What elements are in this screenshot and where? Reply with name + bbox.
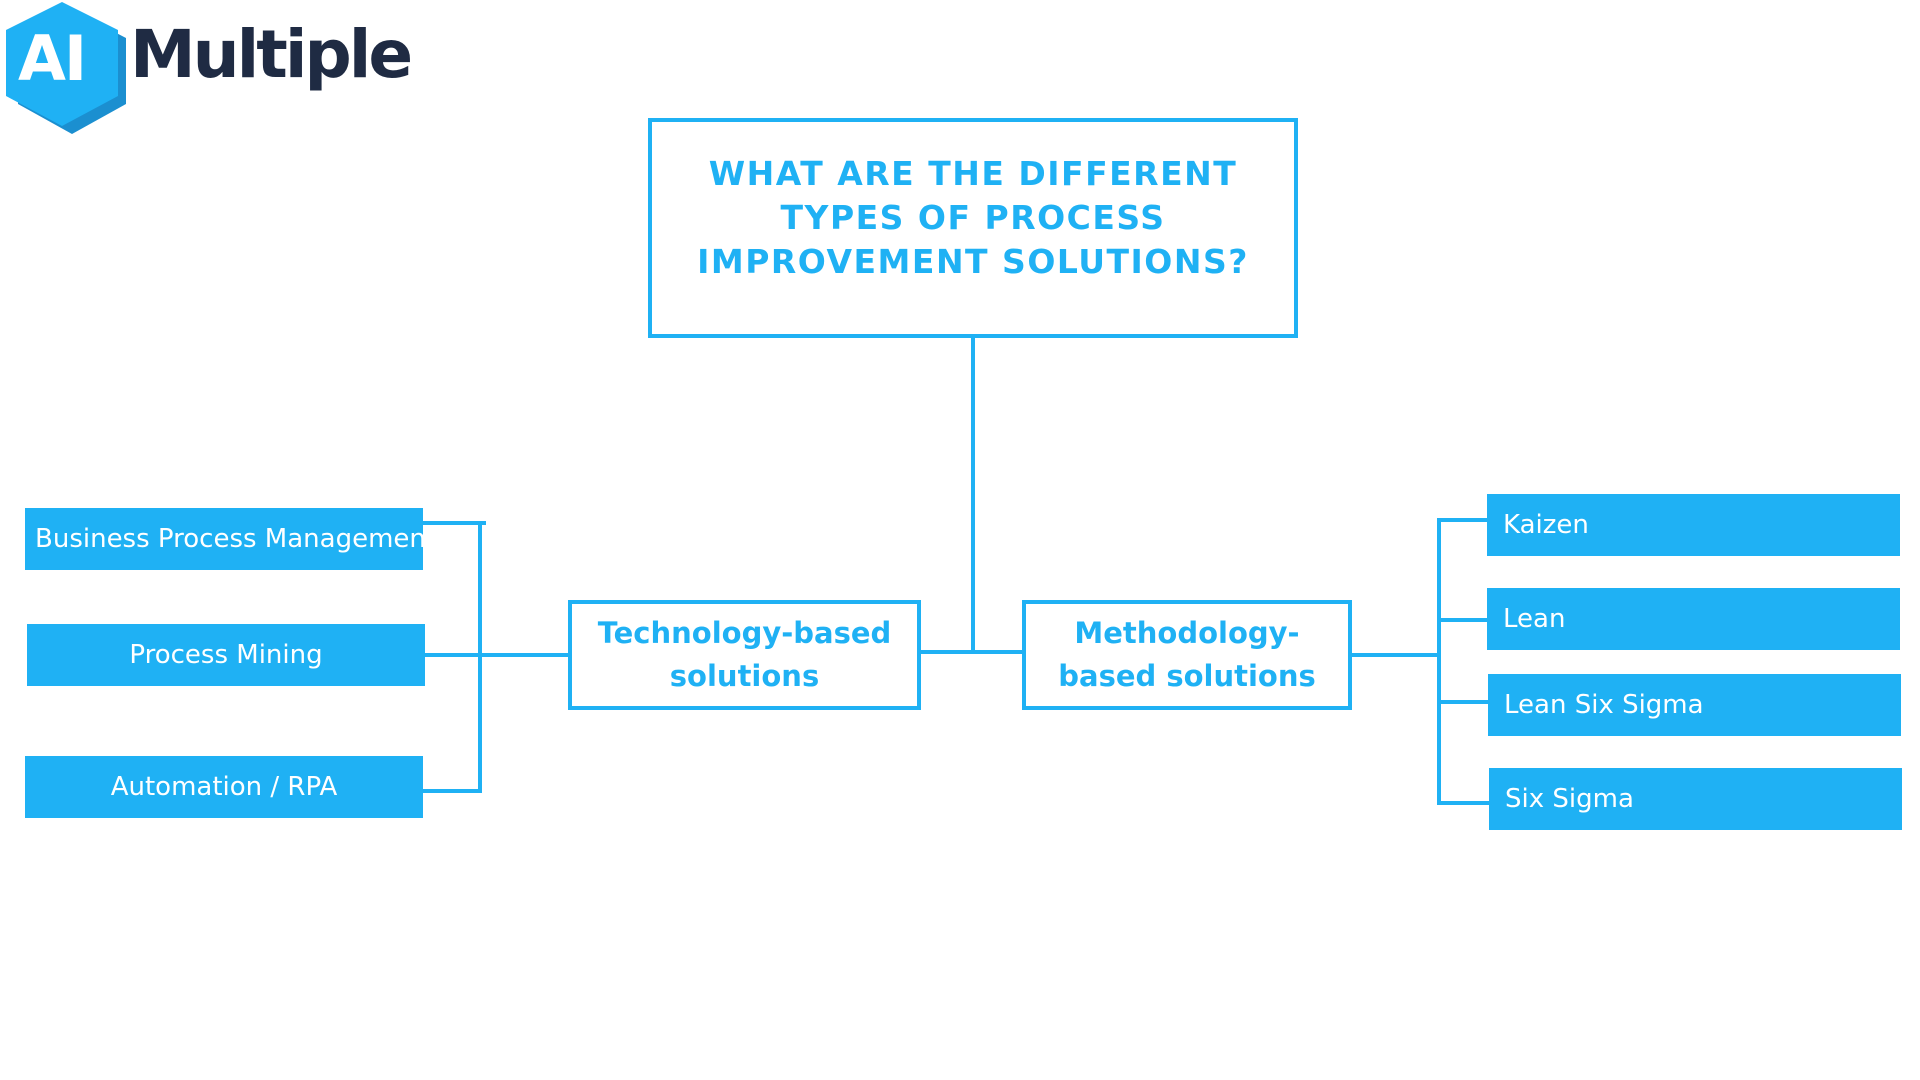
technology-category-label: Technology-based solutions bbox=[597, 616, 892, 693]
aimultiple-logo: AI Multiple bbox=[0, 0, 413, 150]
leaf-kaizen: Kaizen bbox=[1487, 494, 1900, 556]
methodology-category-label: Methodology-based solutions bbox=[1058, 616, 1316, 693]
methodology-category-box: Methodology-based solutions bbox=[1022, 600, 1352, 710]
leaf-lean: Lean bbox=[1487, 588, 1900, 650]
logo-mark-text: AI bbox=[18, 22, 87, 95]
leaf-automation-rpa: Automation / RPA bbox=[25, 756, 423, 818]
leaf-six-sigma: Six Sigma bbox=[1489, 768, 1902, 830]
root-question-box: WHAT ARE THE DIFFERENT TYPES OF PROCESS … bbox=[648, 118, 1298, 338]
root-question-text: WHAT ARE THE DIFFERENT TYPES OF PROCESS … bbox=[697, 154, 1249, 281]
logo-wordmark: Multiple bbox=[130, 16, 413, 93]
hexagon-logo-icon bbox=[6, 2, 126, 134]
leaf-process-mining: Process Mining bbox=[27, 624, 425, 686]
leaf-business-process-management: Business Process Management bbox=[25, 508, 436, 570]
leaf-lean-six-sigma: Lean Six Sigma bbox=[1488, 674, 1901, 736]
technology-category-box: Technology-based solutions bbox=[568, 600, 921, 710]
